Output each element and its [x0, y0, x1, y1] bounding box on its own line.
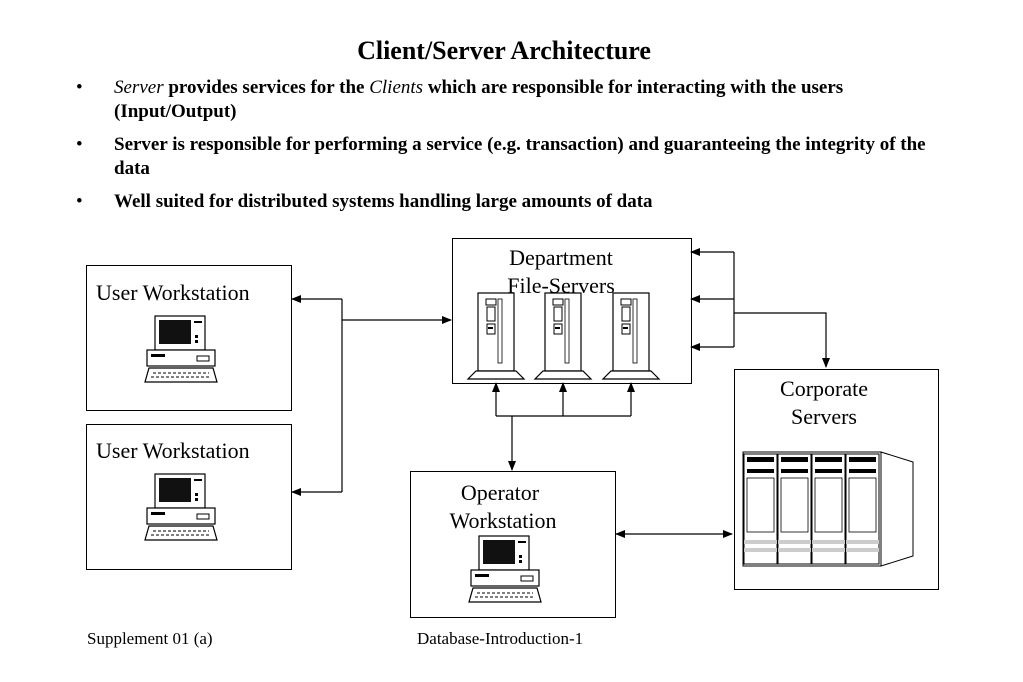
footer-center: Database-Introduction-1 [417, 629, 584, 648]
bullet-item: • Server is responsible for performing a… [72, 133, 952, 181]
operator-label-line2: Workstation [449, 508, 557, 533]
bullet-marker: • [76, 77, 83, 98]
bullet-text-clients: Clients [369, 77, 424, 98]
computer-icon [144, 473, 218, 541]
corporate-label-line1: Corporate [780, 376, 868, 401]
bullet-list: • Server provides services for the Clien… [72, 76, 952, 223]
user-workstation-label: User Workstation [96, 280, 250, 305]
user-workstation-label: User Workstation [96, 438, 250, 463]
slide-title: Client/Server Architecture [357, 36, 651, 65]
tower-server-icon [602, 292, 660, 380]
computer-icon [144, 315, 218, 383]
operator-label-line1: Operator [460, 480, 540, 505]
server-rack-icon [742, 451, 914, 567]
bullet-text: provides services for the [163, 77, 370, 98]
bullet-marker: • [76, 191, 83, 212]
bullet-marker: • [76, 134, 83, 155]
tower-server-icon [467, 292, 525, 380]
footer-left: Supplement 01 (a) [87, 629, 213, 648]
department-label-line1: Department [509, 245, 613, 270]
bullet-item: • Server provides services for the Clien… [72, 76, 952, 124]
bullet-text: which are responsible for interacting wi… [114, 77, 844, 122]
bullet-text-server: Server [114, 77, 164, 98]
bullet-text: Server is responsible for performing a s… [114, 134, 926, 179]
bullet-item: • Well suited for distributed systems ha… [72, 190, 952, 214]
corporate-label-line2: Servers [791, 404, 857, 429]
department-label-line2: File-Servers [507, 273, 615, 298]
computer-icon [468, 535, 542, 603]
tower-server-icon [534, 292, 592, 380]
bullet-text: Well suited for distributed systems hand… [114, 191, 653, 212]
